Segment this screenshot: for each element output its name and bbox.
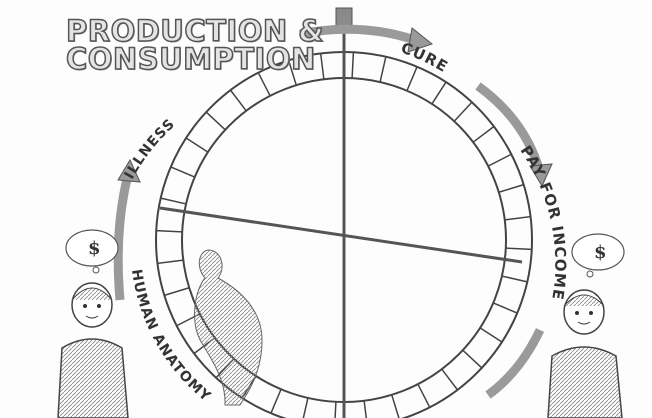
ring-segment-divider xyxy=(493,303,517,313)
ring-segment-divider xyxy=(335,402,336,418)
label-pay-for-income: PAY FOR INCOME xyxy=(517,142,570,301)
ring-segment-divider xyxy=(161,198,186,204)
right-bubble-dollar: $ xyxy=(594,242,607,263)
ring-segment-divider xyxy=(206,112,225,130)
ring-segment-divider xyxy=(499,185,524,193)
ring-segment-divider xyxy=(157,260,183,263)
ring-segment-divider xyxy=(186,138,208,152)
ring-segment-divider xyxy=(352,52,353,78)
title-line-2: CONSUMPTION xyxy=(66,44,316,74)
ring-segment-divider xyxy=(380,57,386,82)
ring-segment-divider xyxy=(321,53,324,79)
ring-segment-divider xyxy=(442,369,458,390)
ring-segment-divider xyxy=(156,231,182,232)
ring-segment-divider xyxy=(502,276,527,282)
ring-segment-divider xyxy=(454,102,472,121)
ring-segment-divider xyxy=(463,350,482,368)
human-anatomy-figure xyxy=(195,250,262,405)
arrow-bottom-right xyxy=(488,330,540,395)
ring-segment-divider xyxy=(271,389,281,413)
ring-segment-divider xyxy=(506,248,532,249)
ring-segment-divider xyxy=(231,90,247,111)
ring-segment-divider xyxy=(407,67,417,91)
label-illness: ILLNESS xyxy=(121,116,178,182)
ring-segment-divider xyxy=(258,73,270,96)
ring-segment-divider xyxy=(505,217,531,220)
ring-segment-divider xyxy=(392,395,400,418)
ring-segment-divider xyxy=(432,82,446,104)
ring-segment-divider xyxy=(480,328,502,342)
ring-segment-divider xyxy=(171,167,195,177)
arrow-left xyxy=(118,175,128,300)
ring-segment-divider xyxy=(364,401,367,418)
right-person-body xyxy=(548,347,622,418)
ring-segment-divider xyxy=(488,154,511,166)
left-person-body xyxy=(58,339,128,418)
ring-segment-divider xyxy=(302,398,308,418)
ring-segment-divider xyxy=(473,127,494,143)
ring-segment-divider xyxy=(418,384,430,407)
ring-segment-divider xyxy=(164,288,189,296)
left-bubble-dollar: $ xyxy=(88,238,101,259)
